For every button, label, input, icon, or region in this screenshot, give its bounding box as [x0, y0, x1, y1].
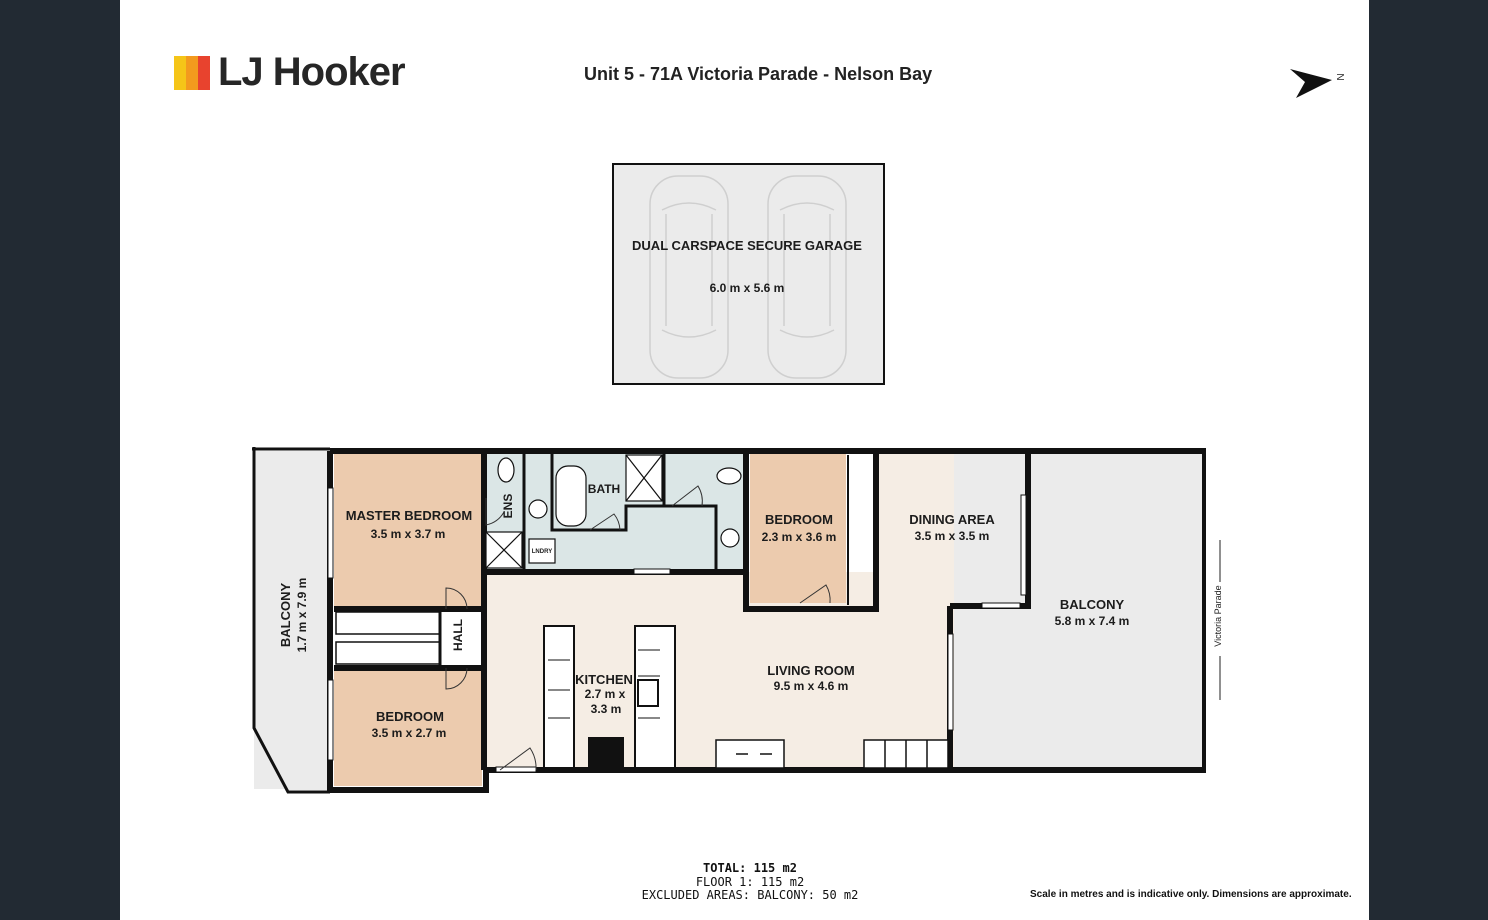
car-icon [649, 175, 729, 379]
garage: DUAL CARSPACE SECURE GARAGE 6.0 m x 5.6 … [612, 163, 885, 385]
balcony-west-rail [252, 447, 330, 794]
basin-icon [720, 528, 740, 548]
bedroom-3-fill [334, 670, 482, 786]
disclaimer: Scale in metres and is indicative only. … [1030, 889, 1352, 900]
cooktop-icon [588, 737, 624, 767]
garage-name: DUAL CARSPACE SECURE GARAGE [632, 238, 862, 253]
dining-name: DINING AREA [909, 512, 995, 527]
living-name: LIVING ROOM [767, 663, 854, 678]
balcony-east-name: BALCONY [1060, 597, 1125, 612]
compass-label: N [1334, 73, 1345, 80]
bath-label: BATH [588, 482, 620, 496]
toilet-icon [716, 467, 742, 485]
sink-icon [637, 679, 659, 707]
car-icon [767, 175, 847, 379]
balcony-east-size: 5.8 m x 7.4 m [1055, 614, 1130, 628]
lj-hooker-logo-icon [174, 56, 210, 90]
logo-bar-red [198, 56, 210, 90]
master-bedroom-fill [334, 453, 482, 609]
bedroom-3-size: 3.5 m x 2.7 m [372, 726, 447, 740]
laundry-label: LNDRY [532, 549, 552, 555]
north-arrow-icon: N [1290, 69, 1345, 98]
floor-area: FLOOR 1: 115 m2 [695, 874, 805, 889]
street-label: Victoria Parade [1213, 585, 1223, 646]
balcony-east-fill [954, 451, 1204, 768]
bathroom-fixtures [485, 454, 742, 569]
laundry-tub-icon [528, 538, 556, 564]
dining-size: 3.5 m x 3.5 m [915, 529, 990, 543]
property-title: Unit 5 - 71A Victoria Parade - Nelson Ba… [584, 64, 933, 84]
living-cabinets [715, 739, 949, 769]
logo-bar-orange [186, 56, 198, 90]
garage-size: 6.0 m x 5.6 m [710, 281, 785, 295]
excluded-area: EXCLUDED AREAS: BALCONY: 50 m2 [641, 888, 859, 902]
ens-label: ENS [501, 494, 515, 519]
kitchen-size-line2: 3.3 m [591, 702, 622, 716]
hall-label: HALL [451, 619, 465, 651]
master-bedroom-name: MASTER BEDROOM [346, 508, 472, 523]
bedroom-2-fill [750, 453, 846, 603]
bedroom-3-name: BEDROOM [376, 709, 444, 724]
bedroom-2-name: BEDROOM [765, 512, 833, 527]
bedroom-2-size: 2.3 m x 3.6 m [762, 530, 837, 544]
brand-name: LJ Hooker [218, 50, 406, 94]
total-area: TOTAL: 115 m2 [703, 861, 797, 875]
kitchen-name: KITCHEN [575, 672, 633, 687]
walls [327, 448, 1206, 793]
area-totals: TOTAL: 115 m2 FLOOR 1: 115 m2 EXCLUDED A… [560, 861, 940, 903]
living-size: 9.5 m x 4.6 m [774, 679, 849, 693]
basin-icon [528, 499, 548, 519]
kitchen-size-line1: 2.7 m x [585, 687, 626, 701]
balcony-west-name: BALCONY [278, 583, 293, 648]
bathtub-icon [555, 465, 587, 527]
logo-bar-yellow [174, 56, 186, 90]
balcony-west-size: 1.7 m x 7.9 m [295, 578, 309, 653]
toilet-icon [497, 457, 515, 483]
master-bedroom-size: 3.5 m x 3.7 m [371, 527, 446, 541]
doors [445, 485, 831, 771]
